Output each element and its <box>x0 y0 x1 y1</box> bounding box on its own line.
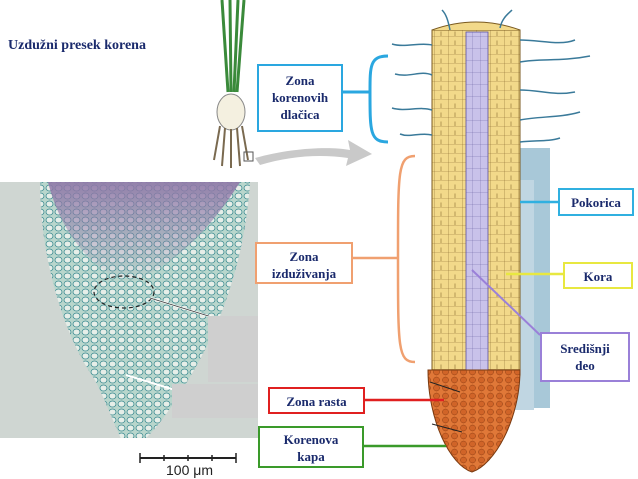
label-root-hairs-zone: Zona korenovih dlačica <box>257 64 343 132</box>
scale-bar-label: 100 μm <box>166 462 213 478</box>
elongation-bracket <box>353 154 416 364</box>
label-epidermis: Pokorica <box>558 188 634 216</box>
label-elongation-zone: Zona izduživanja <box>255 242 353 284</box>
root-hairs-bracket <box>343 54 389 144</box>
arrow-icon <box>255 140 372 166</box>
label-central-part: Središnji deo <box>540 332 630 382</box>
central-part-line <box>471 269 541 336</box>
label-root-cap: Korenova kapa <box>258 426 364 468</box>
diagram-title: Uzdužni presek korena <box>8 38 146 53</box>
root-drawing <box>391 9 591 473</box>
micrograph <box>0 182 258 479</box>
onion-plant-icon <box>213 0 254 168</box>
label-growth-zone: Zona rasta <box>268 387 365 414</box>
label-cortex: Kora <box>563 262 633 289</box>
